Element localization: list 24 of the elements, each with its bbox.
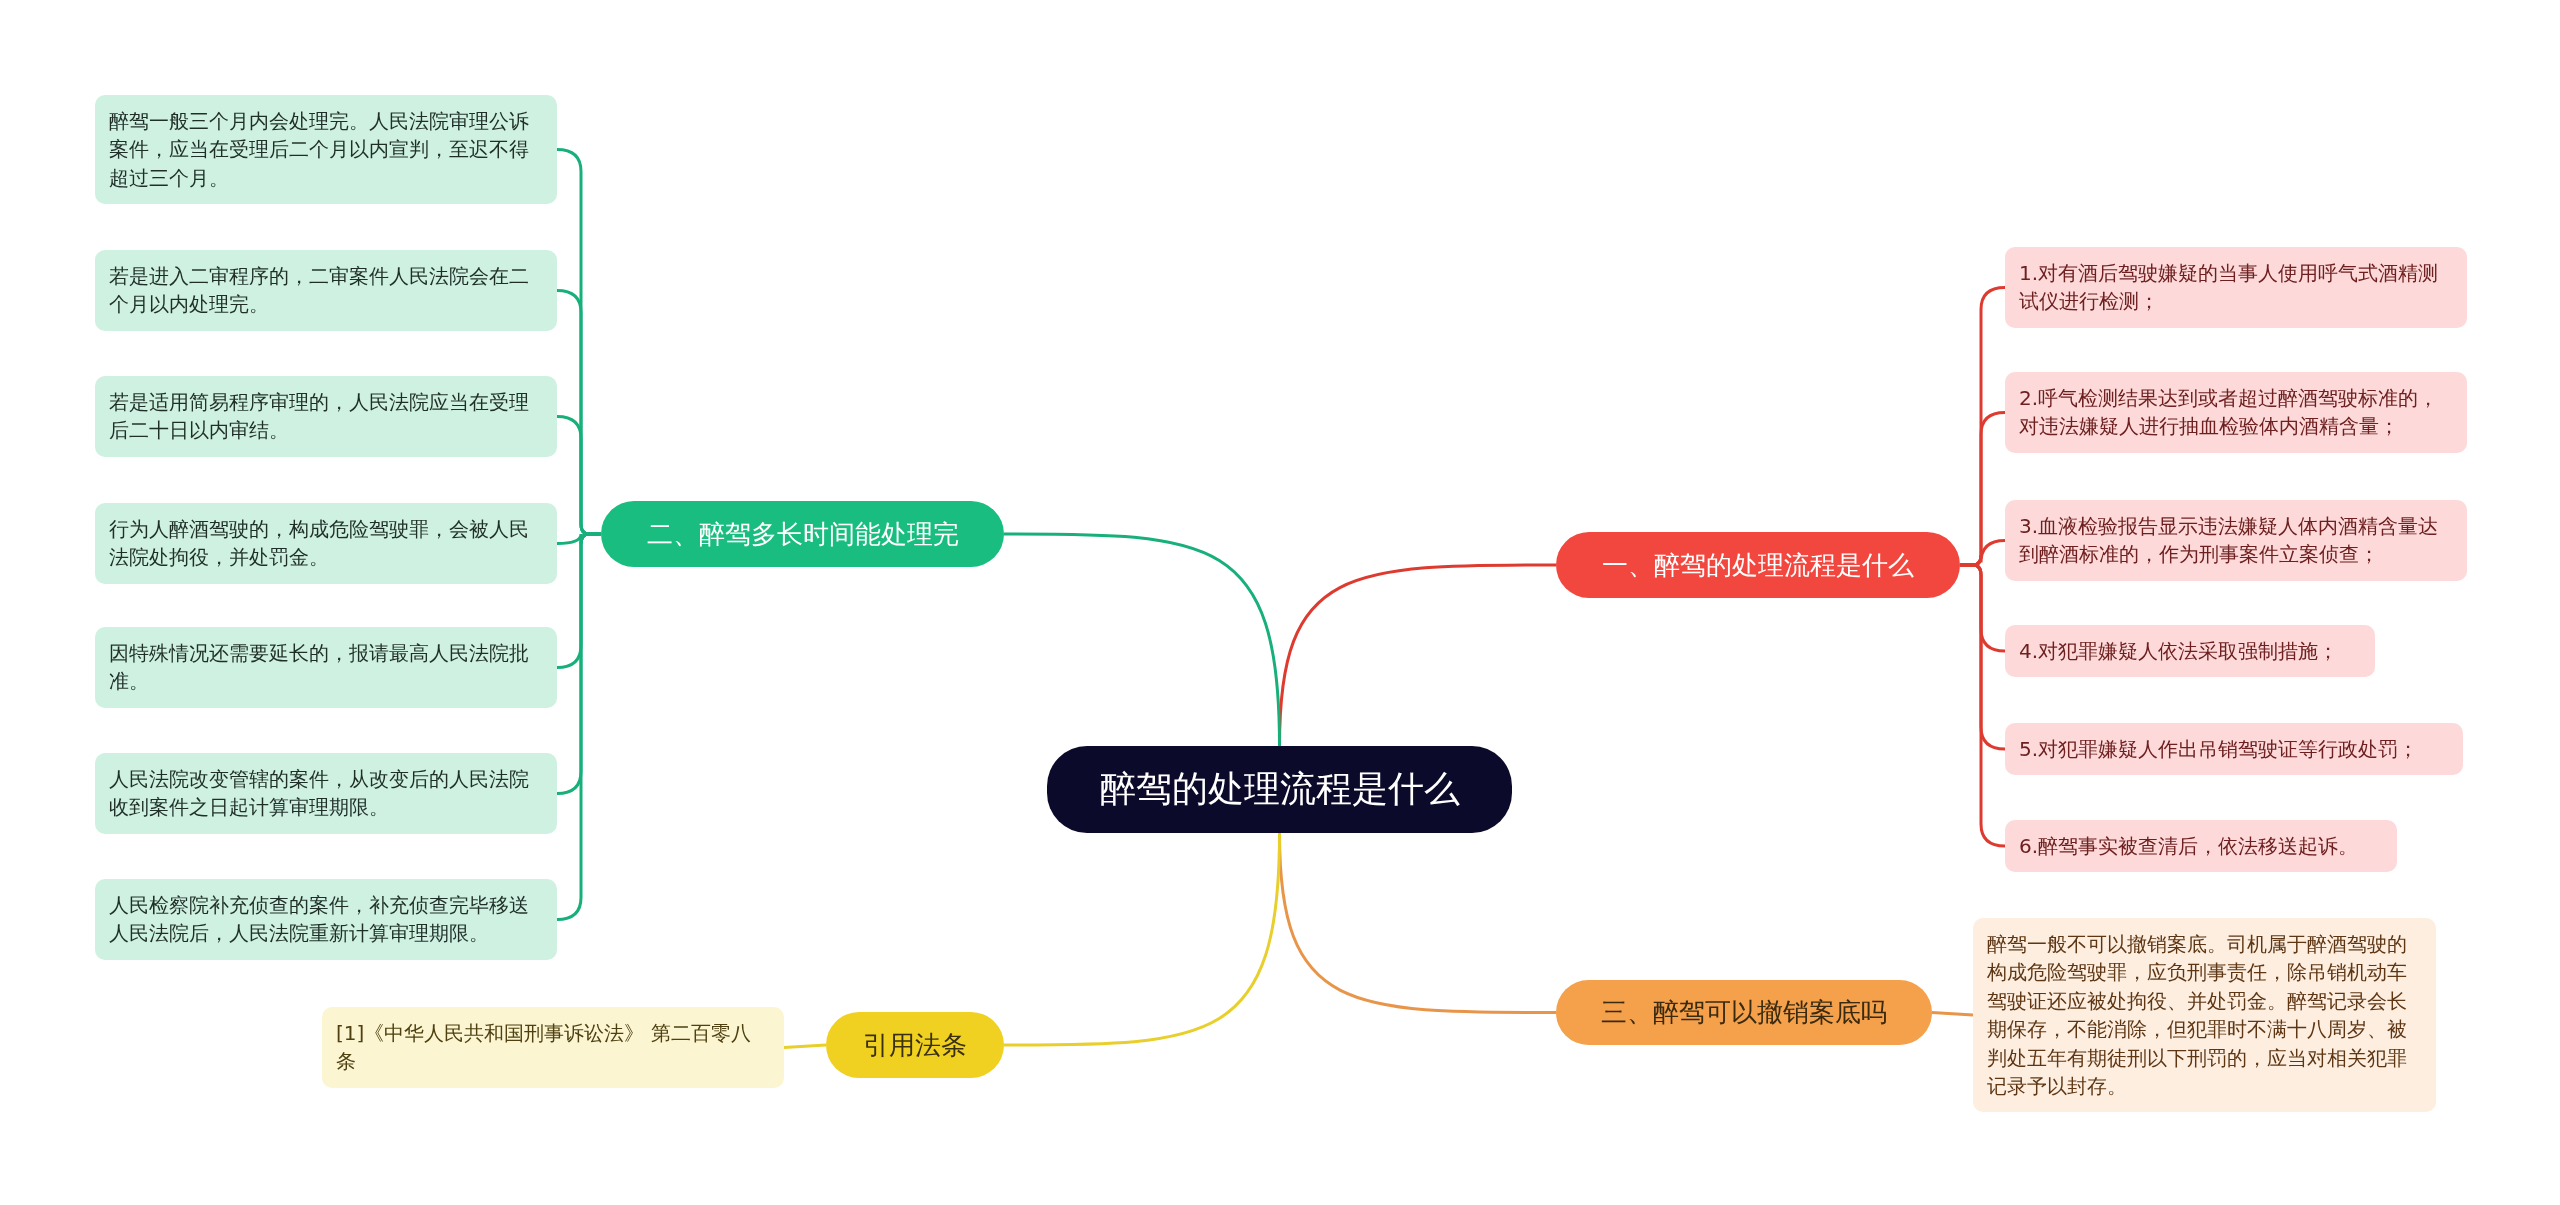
connector-line bbox=[1931, 1011, 1974, 1017]
note-card: 行为人醉酒驾驶的，构成危险驾驶罪，会被人民法院处拘役，并处罚金。 bbox=[95, 503, 557, 584]
note-card: 4.对犯罪嫌疑人依法采取强制措施； bbox=[2005, 625, 2375, 678]
branch-topic: 引用法条 bbox=[826, 1012, 1004, 1078]
note-card: 1.对有酒后驾驶嫌疑的当事人使用呼气式酒精测试仪进行检测； bbox=[2005, 247, 2467, 328]
note-card: 6.醉驾事实被查清后，依法移送起诉。 bbox=[2005, 820, 2397, 873]
note-card: 人民检察院补充侦查的案件，补充侦查完毕移送人民法院后，人民法院重新计算审理期限。 bbox=[95, 879, 557, 960]
note-card: 若是适用简易程序审理的，人民法院应当在受理后二十日以内审结。 bbox=[95, 376, 557, 457]
note-card: 人民法院改变管辖的案件，从改变后的人民法院收到案件之日起计算审理期限。 bbox=[95, 753, 557, 834]
branch-topic: 三、醉驾可以撤销案底吗 bbox=[1556, 980, 1932, 1045]
connector-line bbox=[1004, 532, 1281, 747]
branch-topic: 二、醉驾多长时间能处理完 bbox=[601, 501, 1004, 567]
branch-topic: 一、醉驾的处理流程是什么 bbox=[1556, 532, 1960, 598]
note-card: 2.呼气检测结果达到或者超过醉酒驾驶标准的，对违法嫌疑人进行抽血检验体内酒精含量； bbox=[2005, 372, 2467, 453]
note-card: 醉驾一般不可以撤销案底。司机属于醉酒驾驶的构成危险驾驶罪，应负刑事责任，除吊销机动车驾驶证还应被处拘役、并处罚金。醉驾记录会长期保存，不能消除，但犯罪时不满十八周岁、被判处五年有期徒刑以下刑罚的，应当对相关犯罪记录予以封存。 bbox=[1973, 918, 2436, 1113]
note-card: 若是进入二审程序的，二审案件人民法院会在二个月以内处理完。 bbox=[95, 250, 557, 331]
central-topic: 醉驾的处理流程是什么 bbox=[1047, 746, 1512, 833]
note-card: [1]《中华人民共和国刑事诉讼法》 第二百零八条 bbox=[322, 1007, 784, 1088]
note-card: 3.血液检验报告显示违法嫌疑人体内酒精含量达到醉酒标准的，作为刑事案件立案侦查； bbox=[2005, 500, 2467, 581]
note-card: 5.对犯罪嫌疑人作出吊销驾驶证等行政处罚； bbox=[2005, 723, 2463, 776]
note-card: 醉驾一般三个月内会处理完。人民法院审理公诉案件，应当在受理后二个月以内宣判，至迟不得超过三个月。 bbox=[95, 95, 557, 205]
connector-line bbox=[1004, 832, 1281, 1047]
connector-line bbox=[783, 1043, 827, 1049]
note-card: 因特殊情况还需要延长的，报请最高人民法院批准。 bbox=[95, 627, 557, 708]
